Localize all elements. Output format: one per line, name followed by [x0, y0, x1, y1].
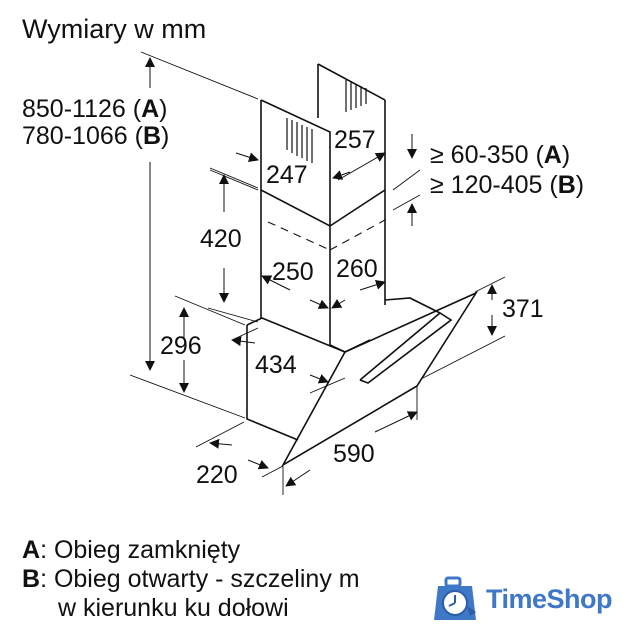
lower-chimney-height: 420 [200, 225, 242, 253]
total-height-a-label: 850-1126 (A) [22, 95, 168, 123]
base-depth: 220 [196, 461, 238, 489]
ceiling-gap-b-label: ≥ 120-405 (B) [430, 171, 585, 199]
ceiling-gap-a-label: ≥ 60-350 (A) [430, 141, 571, 169]
hood-outline [246, 63, 479, 468]
glass-height: 371 [502, 295, 544, 323]
hood-width: 590 [333, 440, 375, 468]
legend-item-b-continued: w kierunku ku dołowi [58, 594, 289, 622]
dim-value: 850-1126 [22, 95, 126, 123]
variant-key: B [557, 171, 576, 199]
lower-chimney-depth: 260 [336, 255, 378, 283]
legend-item-a: A: Obieg zamknięty [22, 538, 240, 563]
timeshop-watermark: TimeShop [432, 574, 622, 624]
upper-chimney-depth: 257 [334, 126, 376, 154]
brand-name: TimeShop [486, 583, 613, 614]
dim-value: 780-1066 [22, 122, 128, 150]
dim-value: ≥ 120-405 [430, 171, 543, 199]
clock-bag-icon [434, 576, 476, 620]
body-height: 296 [160, 332, 202, 360]
legend-key: B [22, 565, 41, 593]
body-depth: 434 [255, 351, 297, 379]
lower-chimney-width: 250 [272, 258, 314, 286]
extension-lines [129, 51, 506, 495]
variant-key: A [141, 95, 160, 123]
legend-item-b: B: Obieg otwarty - szczeliny m [22, 567, 360, 592]
diagram-title: Wymiary w mm [22, 14, 207, 44]
dimension-lines [145, 57, 497, 487]
variant-key: B [142, 122, 161, 150]
legend-text: : Obieg otwarty - szczeliny m [40, 565, 360, 593]
upper-chimney-width: 247 [266, 161, 308, 189]
variant-key: A [543, 141, 562, 169]
total-height-b-label: 780-1066 (B) [22, 122, 170, 150]
legend-text: : Obieg zamknięty [40, 536, 241, 564]
legend-key: A [22, 536, 41, 564]
dim-value: ≥ 60-350 [430, 141, 529, 169]
